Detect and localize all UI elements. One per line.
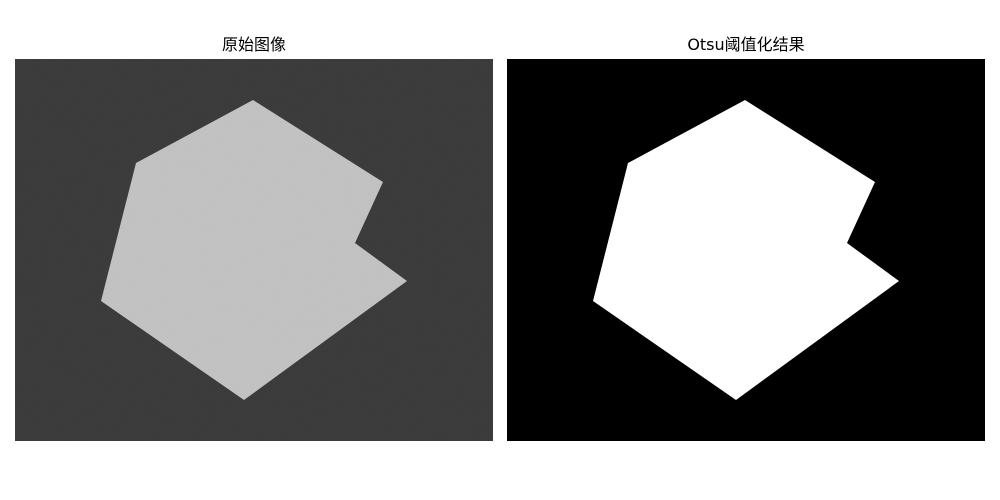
original-image-canvas [15, 59, 493, 441]
otsu-result-canvas [507, 59, 985, 441]
original-noise-overlay [15, 59, 493, 441]
original-image-panel [15, 59, 493, 441]
original-image-title: 原始图像 [221, 35, 286, 54]
otsu-polygon-shape [593, 100, 899, 400]
otsu-result-title: Otsu阈值化结果 [687, 35, 805, 54]
otsu-result-panel [507, 59, 985, 441]
